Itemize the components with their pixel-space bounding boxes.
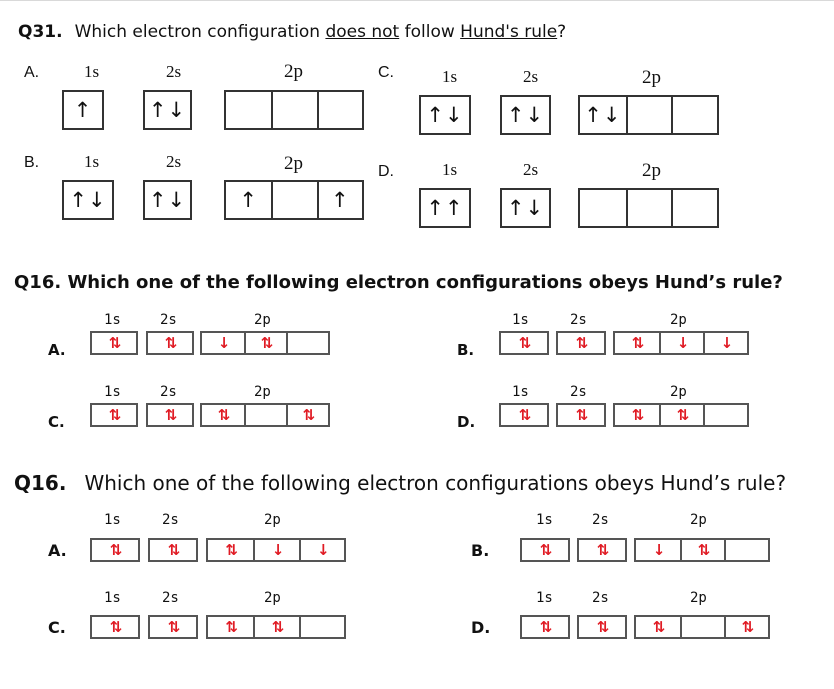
q16b-c-1s-label: 1s xyxy=(104,590,121,606)
q31-d-2s-box: ↑↓ xyxy=(500,188,551,228)
q31-a-1s-box: ↑ xyxy=(62,90,104,130)
q31-b-2p-label: 2p xyxy=(284,153,303,174)
q31-b-1s-box: ↑↓ xyxy=(62,180,114,220)
q16b-d-1s-label: 1s xyxy=(536,590,553,606)
q16b-b-2s-box: ⇅ xyxy=(577,538,627,562)
q31-c-2s-label: 2s xyxy=(523,67,539,86)
q16a-a-2p-box: ↓ ⇅ xyxy=(200,331,330,355)
q16b-a-1s-box: ⇅ xyxy=(90,538,140,562)
q31-d-2p-box xyxy=(578,188,719,228)
q16a-b-2s-box: ⇅ xyxy=(556,331,606,355)
q31-option-b-letter[interactable]: B. xyxy=(24,154,40,171)
q16a-d-1s-box: ⇅ xyxy=(499,403,549,427)
q16a-c-2s-box: ⇅ xyxy=(146,403,194,427)
q31-c-2p-label: 2p xyxy=(642,67,661,88)
q31-c-1s-label: 1s xyxy=(442,67,458,86)
q16b-a-2s-label: 2s xyxy=(162,512,179,528)
q16b-b-1s-label: 1s xyxy=(536,512,553,528)
q16a-b-2s-label: 2s xyxy=(570,312,587,328)
q31-b-2p-box: ↑ ↑ xyxy=(224,180,364,220)
q16a-c-1s-box: ⇅ xyxy=(90,403,138,427)
q16a-c-1s-label: 1s xyxy=(104,384,121,400)
q16a-c-2p-box: ⇅ ⇅ xyxy=(200,403,330,427)
q31-c-1s-box: ↑↓ xyxy=(419,95,471,135)
q16b-c-1s-box: ⇅ xyxy=(90,615,140,639)
q16b-b-1s-box: ⇅ xyxy=(520,538,570,562)
q31-b-1s-label: 1s xyxy=(84,152,100,171)
q16a-d-1s-label: 1s xyxy=(512,384,529,400)
q16b-option-a-letter[interactable]: A. xyxy=(48,541,67,560)
q31-a-2s-box: ↑↓ xyxy=(143,90,192,130)
q16a-b-2p-label: 2p xyxy=(670,312,687,328)
q16a-d-2p-label: 2p xyxy=(670,384,687,400)
q16a-b-1s-box: ⇅ xyxy=(499,331,549,355)
q31-d-2p-label: 2p xyxy=(642,160,661,181)
q31-option-d-letter[interactable]: D. xyxy=(378,163,394,180)
q16a-option-a-letter[interactable]: A. xyxy=(48,341,66,359)
q31-a-2p-box xyxy=(224,90,364,130)
q16b-option-d-letter[interactable]: D. xyxy=(471,618,491,637)
q16b-d-2p-label: 2p xyxy=(690,590,707,606)
q16a-option-c-letter[interactable]: C. xyxy=(48,413,65,431)
q31-option-a-letter[interactable]: A. xyxy=(24,64,40,81)
q16a-option-b-letter[interactable]: B. xyxy=(457,341,475,359)
q31-a-1s-label: 1s xyxy=(84,62,100,81)
q31-c-2s-box: ↑↓ xyxy=(500,95,551,135)
q31-question: Q31.Which electron configuration does no… xyxy=(18,22,567,42)
q16a-c-2s-label: 2s xyxy=(160,384,177,400)
q16b-c-2p-label: 2p xyxy=(264,590,281,606)
q16a-b-2p-box: ⇅ ↓ ↓ xyxy=(613,331,749,355)
q31-option-c-letter[interactable]: C. xyxy=(378,64,394,81)
q16b-option-b-letter[interactable]: B. xyxy=(471,541,490,560)
q16b-option-c-letter[interactable]: C. xyxy=(48,618,66,637)
q16b-a-2p-box: ⇅ ↓ ↓ xyxy=(206,538,346,562)
q31-d-1s-box: ↑↑ xyxy=(419,188,471,228)
q16b-number: Q16. xyxy=(14,471,67,495)
q16a-b-1s-label: 1s xyxy=(512,312,529,328)
q16a-question: Q16. Which one of the following electron… xyxy=(14,272,783,293)
q16a-option-d-letter[interactable]: D. xyxy=(457,413,476,431)
q31-c-2p-box: ↑↓ xyxy=(578,95,719,135)
q16b-c-2p-box: ⇅ ⇅ xyxy=(206,615,346,639)
q16b-b-2s-label: 2s xyxy=(592,512,609,528)
q16b-c-2s-box: ⇅ xyxy=(148,615,198,639)
q16a-a-1s-label: 1s xyxy=(104,312,121,328)
q16b-question: Q16.Which one of the following electron … xyxy=(14,471,787,495)
q31-d-2s-label: 2s xyxy=(523,160,539,179)
q31-d-1s-label: 1s xyxy=(442,160,458,179)
q16a-c-2p-label: 2p xyxy=(254,384,271,400)
q16b-d-1s-box: ⇅ xyxy=(520,615,570,639)
q16a-a-2s-box: ⇅ xyxy=(146,331,194,355)
q16a-d-2s-label: 2s xyxy=(570,384,587,400)
q16a-d-2p-box: ⇅ ⇅ xyxy=(613,403,749,427)
q16b-a-2s-box: ⇅ xyxy=(148,538,198,562)
q16b-d-2p-box: ⇅ ⇅ xyxy=(634,615,770,639)
q31-a-2p-label: 2p xyxy=(284,61,303,82)
q31-number: Q31. xyxy=(18,22,63,42)
q31-b-2s-box: ↑↓ xyxy=(143,180,192,220)
q16b-d-2s-label: 2s xyxy=(592,590,609,606)
q16b-b-2p-box: ↓ ⇅ xyxy=(634,538,770,562)
top-divider xyxy=(0,0,834,1)
q31-a-2s-label: 2s xyxy=(166,62,182,81)
q16b-b-2p-label: 2p xyxy=(690,512,707,528)
q16b-a-1s-label: 1s xyxy=(104,512,121,528)
q16b-d-2s-box: ⇅ xyxy=(577,615,627,639)
q16b-a-2p-label: 2p xyxy=(264,512,281,528)
q16b-c-2s-label: 2s xyxy=(162,590,179,606)
q16a-a-1s-box: ⇅ xyxy=(90,331,138,355)
q16a-d-2s-box: ⇅ xyxy=(556,403,606,427)
q31-b-2s-label: 2s xyxy=(166,152,182,171)
q16a-a-2s-label: 2s xyxy=(160,312,177,328)
q16a-a-2p-label: 2p xyxy=(254,312,271,328)
